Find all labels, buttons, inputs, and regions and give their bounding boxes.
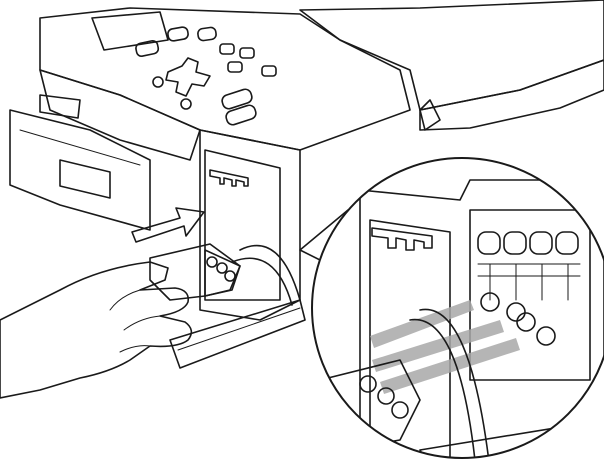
zoom-connector-pin-2 (377, 387, 395, 405)
tray-handle (59, 159, 111, 199)
tray-lip (19, 129, 141, 166)
connector-pin-3 (224, 270, 236, 282)
front-slot (39, 94, 81, 119)
inserted-connectors (480, 292, 556, 346)
connector-head-3 (516, 312, 536, 332)
mode-button-2 (239, 47, 255, 59)
zoom-casing (359, 179, 604, 458)
scanner-cover-top (299, 0, 604, 111)
nav-small-button-2 (180, 98, 192, 110)
zoom-bottom-flap (419, 419, 604, 458)
guide-band-3 (380, 338, 520, 394)
photo-button (197, 26, 217, 42)
side-panel (199, 129, 301, 321)
port-grid (477, 263, 581, 301)
ink-tube (239, 244, 301, 301)
ink-tube-2 (231, 257, 293, 306)
connector-pin-1 (206, 256, 218, 268)
cover-hinge (419, 99, 441, 131)
finger-crease-1 (109, 289, 141, 311)
zoom-tube (419, 308, 491, 458)
arrow-right-icon (131, 207, 205, 243)
port-socket-1 (477, 231, 501, 255)
guide-band-2 (372, 320, 504, 372)
scanner-cover-edge (419, 59, 604, 131)
zoom-circle-outline (311, 157, 604, 459)
mode-button-1 (219, 43, 235, 55)
port-socket-2 (503, 231, 527, 255)
port-socket-3 (529, 231, 553, 255)
start-button (221, 88, 253, 110)
printer-body (9, 7, 411, 231)
connector-front (204, 249, 241, 297)
lcd-screen (91, 11, 169, 51)
port-socket-4 (555, 231, 579, 255)
nav-cross-icon (165, 57, 211, 97)
finger-crease-3 (119, 345, 151, 353)
bottom-flap (169, 299, 306, 369)
mode-button-4 (261, 65, 277, 77)
finger-crease-2 (123, 315, 161, 331)
insert-direction-arrow (131, 207, 205, 243)
zoom-tube-2 (409, 318, 477, 458)
flap-inner-line (177, 307, 301, 351)
printer-front-face (39, 69, 201, 161)
scanner-cover (299, 0, 604, 131)
nav-small-button (152, 76, 164, 88)
connector-head-1 (480, 292, 500, 312)
hand-shape (0, 261, 193, 399)
menu-button (135, 39, 160, 58)
zoom-slot-teeth (371, 227, 433, 251)
magnified-detail (311, 157, 604, 459)
right-side-casing (169, 129, 306, 369)
connector-head-2 (506, 302, 526, 322)
zoom-port-panel (469, 209, 591, 381)
start-button-2 (225, 104, 257, 126)
cable-connector (149, 243, 241, 301)
paper-tray (9, 109, 151, 231)
inner-cavity (204, 149, 281, 301)
zoom-connector-pin-1 (359, 375, 377, 393)
connector-pin-2 (216, 262, 228, 274)
mode-button-3 (227, 61, 243, 73)
ink-slot-teeth (209, 169, 249, 187)
hand (0, 261, 193, 399)
connector-head-4 (536, 326, 556, 346)
clear-button (167, 26, 189, 42)
zoom-cavity (369, 219, 451, 458)
zoom-connector-pin-3 (391, 401, 409, 419)
guide-band-1 (370, 300, 474, 348)
